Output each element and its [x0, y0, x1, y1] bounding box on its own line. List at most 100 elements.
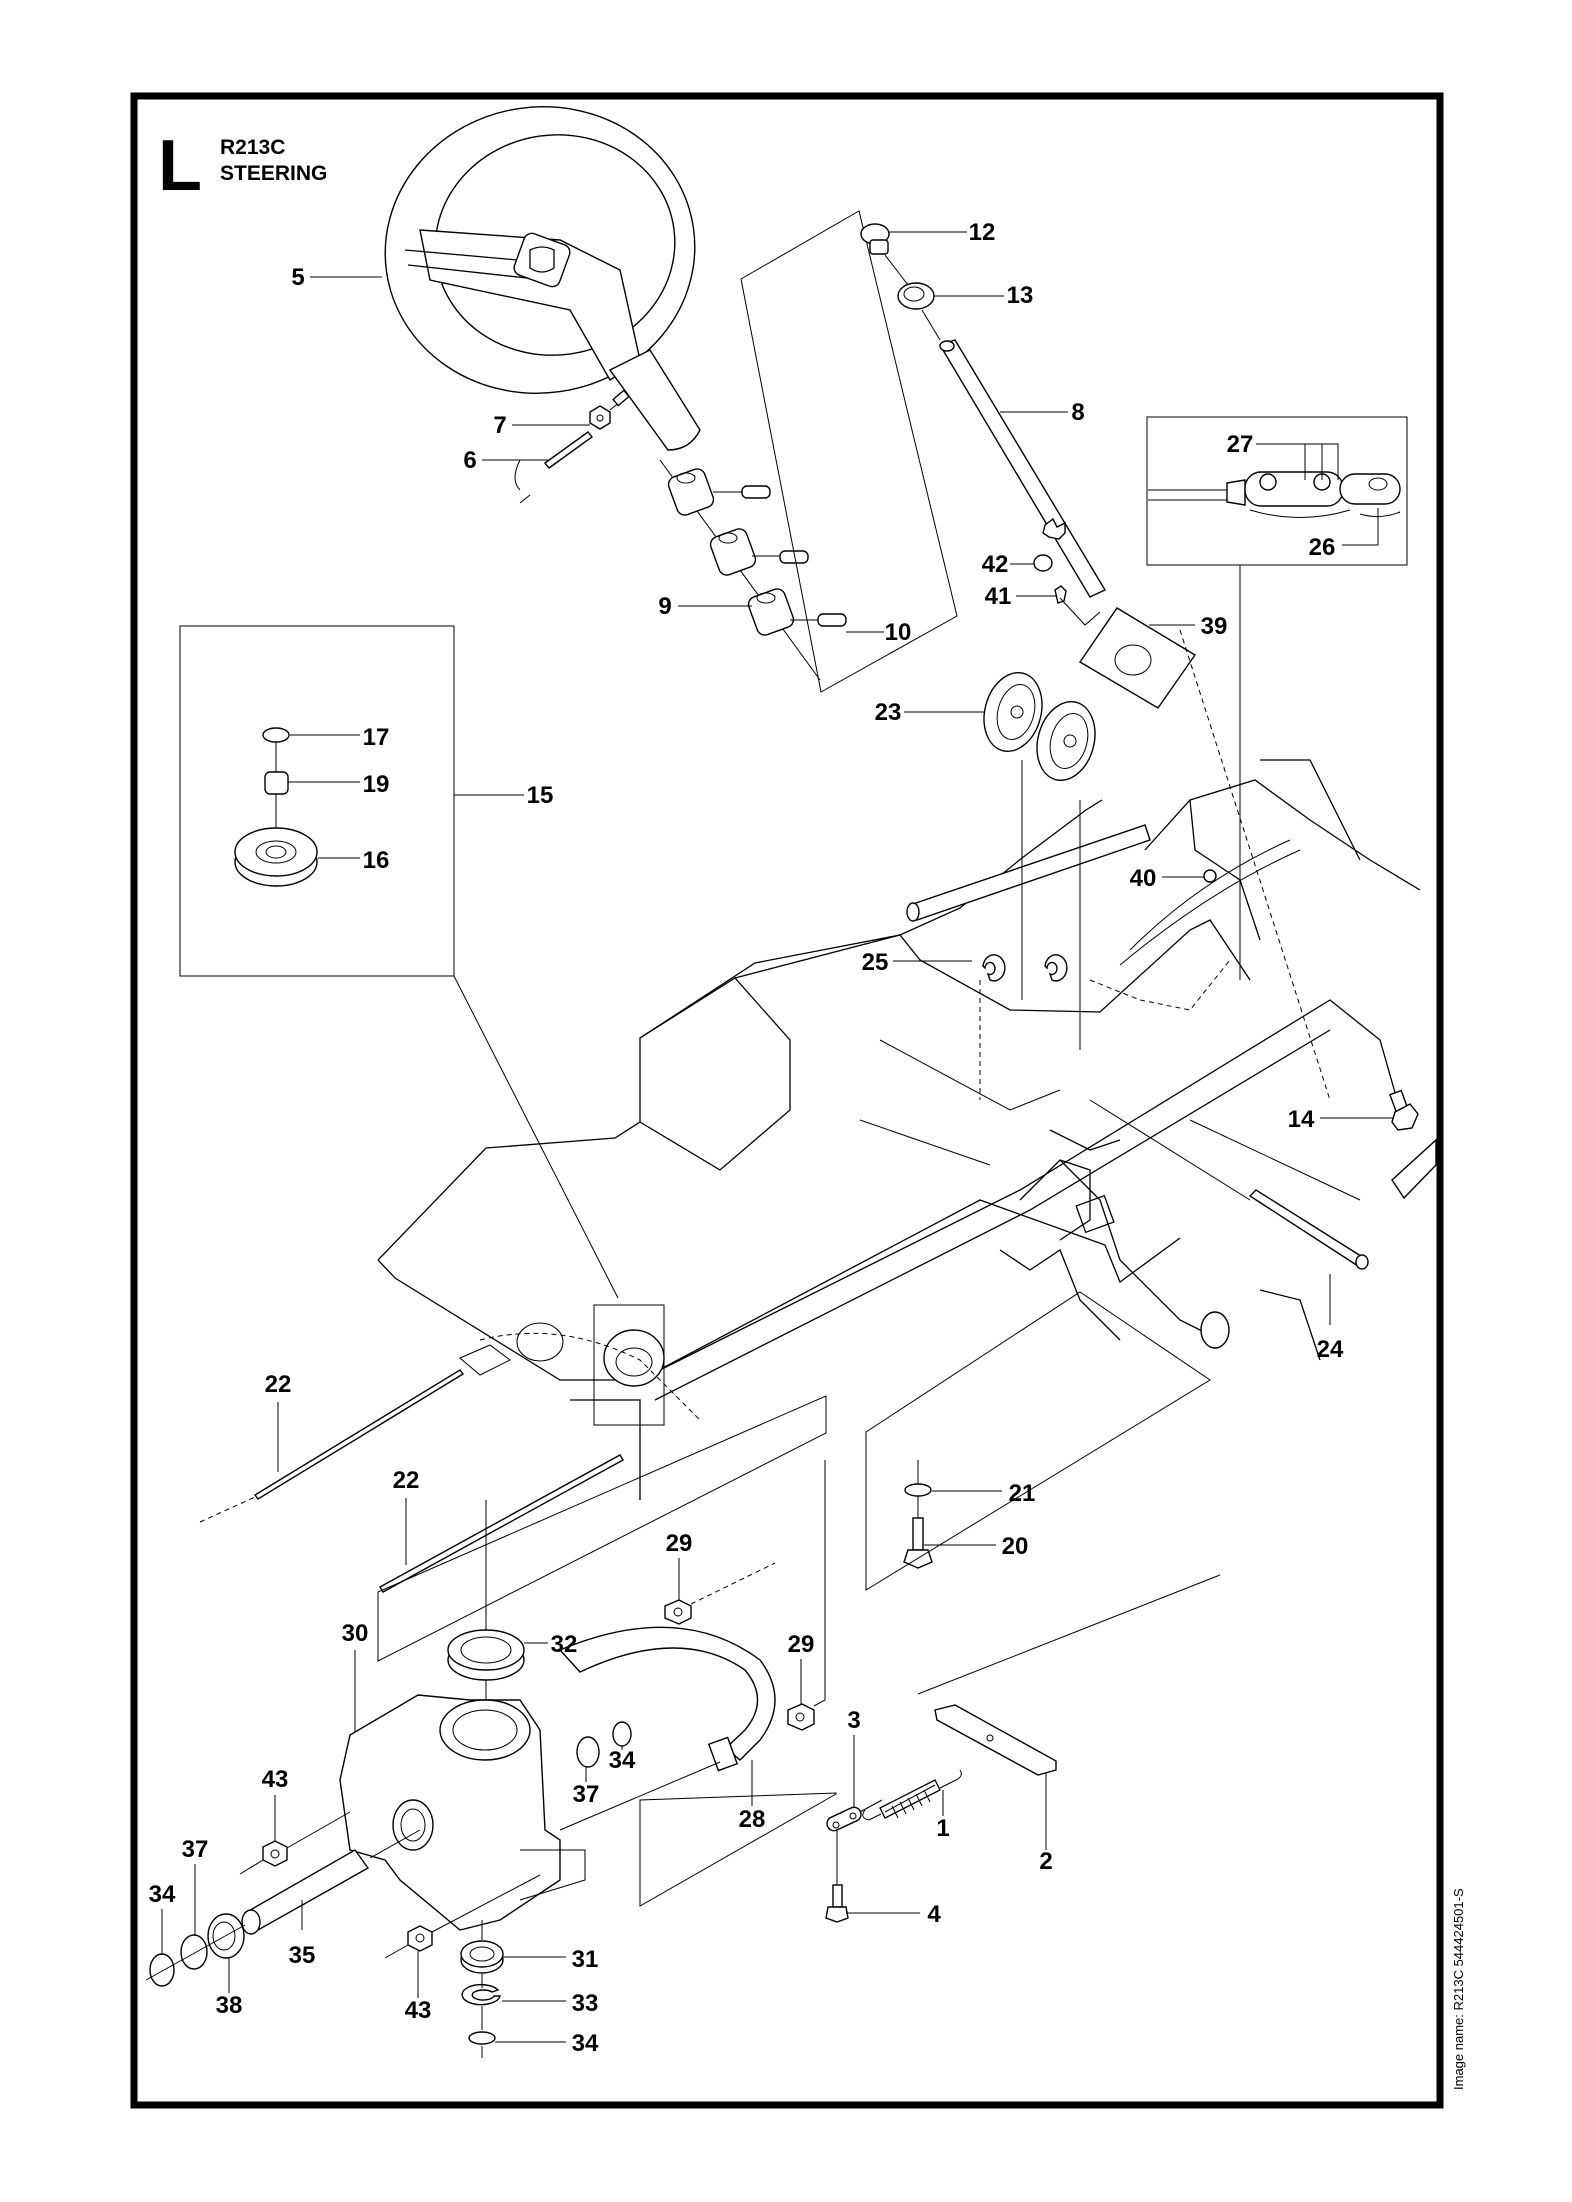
detail-box-chain [1146, 416, 1408, 566]
bearing-31 [460, 1940, 504, 1974]
callout-3: 3 [847, 1707, 861, 1808]
callout-25: 25 [862, 949, 972, 976]
callout-label: 16 [363, 847, 390, 874]
callout-40: 40 [1130, 865, 1204, 892]
callout-5: 5 [291, 264, 382, 291]
ring-34c [468, 2031, 496, 2045]
bushing-12 [860, 223, 890, 255]
callout-label: 26 [1309, 534, 1336, 561]
callout-label: 30 [342, 1620, 369, 1647]
callout-label: 41 [985, 583, 1012, 610]
diagram-title: STEERING [220, 162, 327, 185]
nut-40 [1203, 869, 1217, 883]
cap-42 [1033, 554, 1053, 572]
callout-label: 28 [739, 1806, 766, 1833]
tie-rod-anchor-outline [865, 1291, 1211, 1591]
callout-2: 2 [1039, 1773, 1053, 1875]
bushing-19 [264, 771, 289, 795]
bearing-32 [447, 1629, 525, 1681]
callout-27: 27 [1227, 431, 1339, 480]
callout-21: 21 [932, 1480, 1035, 1507]
callout-label: 42 [982, 551, 1009, 578]
callout-9: 9 [658, 593, 752, 620]
callout-label: 32 [551, 1631, 578, 1658]
steering-sector-28 [558, 1626, 776, 1831]
callout-label: 25 [862, 949, 889, 976]
brand-logo-icon [529, 246, 555, 273]
image-name: Image name: R213C 544424501-S [1451, 1888, 1466, 2090]
callout-label: 37 [182, 1836, 209, 1863]
callout-34c: 34 [495, 2030, 599, 2057]
bracket-3 [826, 1799, 883, 1832]
ring-34a [612, 1721, 632, 1747]
callout-label: 22 [265, 1371, 292, 1398]
ring-34b [149, 1953, 175, 1987]
spring-1 [862, 1769, 962, 1821]
callout-29a: 29 [666, 1530, 692, 1600]
ring-37a [576, 1736, 600, 1768]
callout-22a: 22 [265, 1371, 292, 1472]
callout-label: 10 [885, 619, 912, 646]
washer-17 [262, 727, 290, 743]
callout-32: 32 [524, 1631, 577, 1658]
callout-label: 8 [1071, 399, 1084, 426]
callout-label: 35 [289, 1942, 316, 1969]
callout-label: 34 [149, 1881, 176, 1908]
callout-13: 13 [934, 282, 1033, 309]
callout-28: 28 [739, 1760, 766, 1833]
steering-wheel [384, 106, 701, 451]
bolt-20 [903, 1517, 933, 1569]
pin-24 [1089, 1099, 1369, 1270]
callout-label: 43 [262, 1766, 289, 1793]
callout-label: 31 [572, 1946, 599, 1973]
callout-14: 14 [1288, 1106, 1393, 1133]
steering-shaft-8 [938, 339, 1106, 598]
page-frame [130, 92, 1444, 2109]
callout-35: 35 [289, 1900, 316, 1969]
callout-label: 12 [969, 219, 996, 246]
pulley-16 [234, 827, 318, 887]
subassembly-box-pulley [179, 625, 455, 977]
callout-33: 33 [502, 1990, 598, 2017]
callout-label: 15 [527, 782, 554, 809]
sector-group-outline [639, 1792, 837, 1907]
callout-label: 22 [393, 1467, 420, 1494]
callout-4: 4 [846, 1901, 941, 1928]
callout-label: 7 [493, 412, 506, 439]
callout-37a: 37 [573, 1767, 600, 1808]
callout-34b: 34 [149, 1881, 176, 1955]
callout-30: 30 [342, 1620, 369, 1733]
callout-1: 1 [936, 1790, 950, 1842]
callout-34a: 34 [609, 1746, 636, 1774]
nut-7 [589, 389, 630, 430]
callout-label: 43 [405, 1997, 432, 2024]
callout-43a: 43 [262, 1766, 289, 1841]
callout-label: 33 [572, 1990, 599, 2017]
gear-housing-30 [339, 1694, 586, 1931]
leader-line [1256, 443, 1339, 480]
callout-31: 31 [503, 1946, 598, 1973]
callout-label: 29 [788, 1631, 815, 1658]
callout-label: 19 [363, 771, 390, 798]
callout-label: 39 [1201, 613, 1228, 640]
bearing-13 [897, 282, 935, 310]
callout-label: 27 [1227, 431, 1254, 458]
nut-43a [239, 1811, 351, 1875]
callout-10: 10 [846, 619, 911, 646]
bolt-14 [1389, 1089, 1419, 1131]
callout-7: 7 [493, 412, 590, 439]
callout-label: 6 [463, 447, 476, 474]
callout-39: 39 [1149, 613, 1227, 640]
model-name: R213C [220, 136, 285, 159]
callout-label: 37 [573, 1781, 600, 1808]
callout-23: 23 [875, 699, 985, 726]
callout-label: 34 [609, 1747, 636, 1774]
callout-label: 21 [1009, 1480, 1036, 1507]
pulleys-23 [983, 671, 1096, 782]
callout-24: 24 [1317, 1274, 1344, 1363]
callout-label: 1 [936, 1815, 949, 1842]
callout-label: 13 [1007, 282, 1034, 309]
callout-37b: 37 [182, 1836, 209, 1935]
